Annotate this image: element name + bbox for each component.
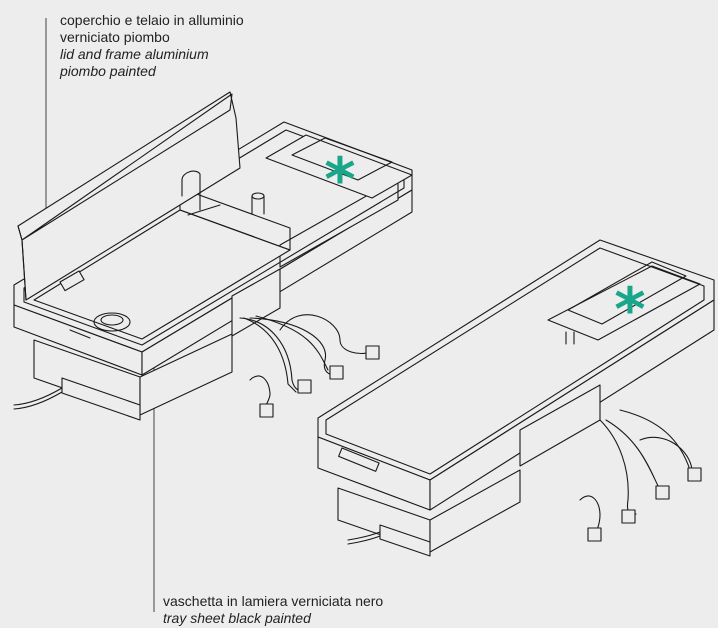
lid-frame-label: coperchio e telaio in alluminio vernicia… bbox=[60, 12, 244, 80]
cable-bundle-right bbox=[579, 409, 702, 542]
floor-box-closed bbox=[317, 239, 715, 557]
asterisk-icon: * bbox=[614, 275, 645, 345]
lid-frame-label-en-2: piombo painted bbox=[60, 63, 156, 79]
tray-label: vaschetta in lamiera verniciata nero tra… bbox=[163, 593, 383, 627]
tray-label-en: tray sheet black painted bbox=[163, 610, 311, 626]
tray-label-it: vaschetta in lamiera verniciata nero bbox=[163, 593, 384, 609]
floor-box-open bbox=[13, 91, 413, 421]
asterisk-icon-left: * bbox=[324, 145, 355, 215]
lid-frame-label-it-1: coperchio e telaio in alluminio bbox=[60, 12, 244, 28]
lid-frame-label-it-2: verniciato piombo bbox=[60, 29, 170, 45]
lid-frame-label-en-1: lid and frame aluminium bbox=[60, 46, 209, 62]
asterisk-icon-right: * bbox=[614, 275, 645, 345]
cable-bundle-left bbox=[239, 314, 380, 418]
asterisk-icon: * bbox=[324, 145, 355, 215]
